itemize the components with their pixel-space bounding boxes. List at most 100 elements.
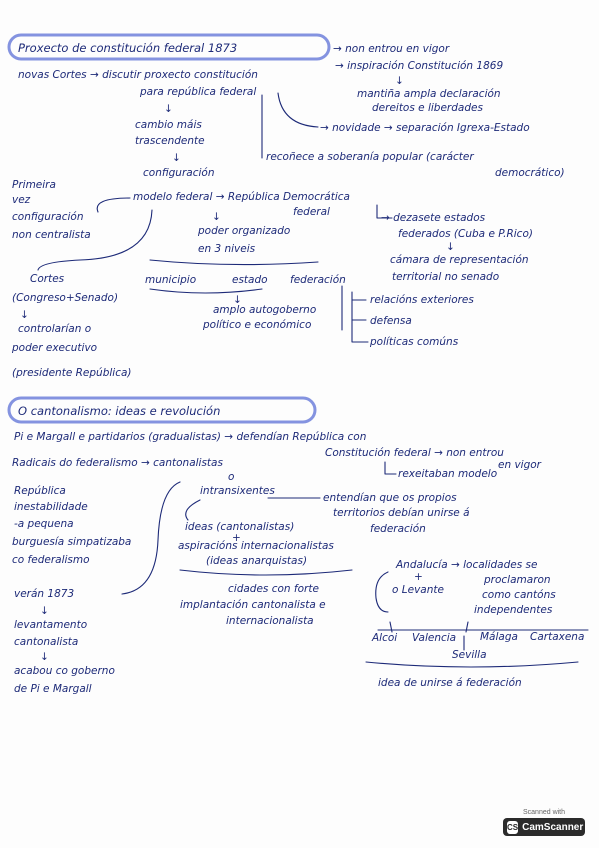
note-modelo: modelo federal → República Democrática (133, 191, 350, 203)
section1-title-highlight (7, 33, 331, 61)
section1-title: Proxecto de constitución federal 1873 (18, 41, 237, 55)
brace-cities (365, 661, 579, 668)
note-camara: cámara de representación (390, 254, 529, 266)
note-cambio: cambio máis (135, 119, 202, 131)
note-federacion: federación (290, 274, 346, 286)
note-poder-exec: poder executivo (11, 342, 97, 354)
note-valencia: Valencia (412, 632, 456, 644)
note-sevilla: Sevilla (452, 649, 487, 661)
note-radicais: Radicais do federalismo → cantonalistas (12, 457, 223, 469)
note-en-vigor: en vigor (498, 459, 542, 471)
note-presidente: (presidente República) (12, 367, 132, 379)
arrow-down-8: ↓ (40, 605, 49, 617)
note-andalucia: Andalucía → localidades se (395, 559, 537, 571)
note-no-entrou: → non entrou en vigor (333, 43, 450, 55)
note-constitucion: Constitución federal → non entrou (325, 447, 504, 459)
camscanner-name: CamScanner (522, 821, 584, 833)
note-vez: vez (12, 194, 31, 206)
arrow-down-2: ↓ (164, 103, 173, 115)
note-controlaran: controlarían o (18, 323, 91, 335)
connector-novidade (277, 92, 319, 128)
note-ideas: ideas (cantonalistas) (185, 521, 294, 533)
note-aspiracions: aspiracións internacionalistas (178, 540, 334, 552)
note-co-federalismo: co federalismo (12, 554, 90, 566)
note-dereitos: dereitos e liberdades (372, 102, 483, 114)
note-ideas-anarq: (ideas anarquistas) (206, 555, 307, 567)
note-recoñece: recoñece a soberanía popular (carácter (266, 151, 474, 163)
note-trascendente: trascendente (135, 135, 205, 147)
note-cortes: Cortes (30, 273, 65, 285)
note-internacionalista: internacionalista (226, 615, 314, 627)
note-defensa: defensa (370, 315, 412, 327)
note-acabou: acabou co goberno (14, 665, 115, 677)
note-politicas: políticas comúns (369, 336, 459, 348)
connector-ideas (185, 499, 201, 521)
note-congreso: (Congreso+Senado) (12, 292, 118, 304)
note-federados: federados (Cuba e P.Rico) (398, 228, 533, 240)
connector-federacion-items (341, 285, 369, 343)
note-rexeitaban: rexeitaban modelo (398, 468, 497, 480)
note-de-pi: de Pi e Margall (14, 683, 92, 695)
note-veran: verán 1873 (14, 588, 74, 600)
note-o: o (228, 471, 234, 483)
note-para-republica: para república federal (139, 86, 256, 98)
connector-primeira (96, 197, 131, 213)
arrow-down-1: ↓ (395, 75, 404, 87)
note-mais2: + (414, 571, 423, 583)
scanned-with-text: Scanned with (522, 809, 566, 816)
note-federacion2: federación (370, 523, 426, 535)
arrow-down-4: ↓ (446, 241, 455, 253)
note-mais: + (232, 532, 241, 544)
note-pi: Pi e Margall e partidarios (gradualistas… (14, 431, 366, 443)
arrow-down-7: ↓ (233, 294, 242, 306)
note-configuracion: configuración (143, 167, 214, 179)
note-centralista: non centralista (12, 229, 91, 241)
arrow-down-9: ↓ (40, 651, 49, 663)
note-config2: configuración (12, 211, 83, 223)
connector-veran (121, 481, 181, 595)
note-niveis: en 3 niveis (198, 243, 256, 255)
note-alcoi: Alcoi (371, 632, 397, 644)
note-territorial: territorial no senado (392, 271, 499, 283)
camscanner-logo-icon: CS (507, 820, 519, 834)
note-levantamento: levantamento (14, 619, 87, 631)
connector-dezasete (376, 204, 393, 219)
note-primeira: Primeira (12, 179, 56, 191)
note-inspiracion: → inspiración Constitución 1869 (335, 60, 503, 72)
section2-title-highlight (7, 396, 317, 424)
note-poder: poder organizado (197, 225, 290, 237)
note-burguesia: burguesía simpatizaba (12, 536, 131, 548)
camscanner-badge: CS CamScanner (503, 818, 585, 836)
note-novidade: → novidade → separación Igrexa-Estado (320, 122, 530, 134)
note-malaga: Málaga (480, 631, 518, 643)
camscanner-watermark: Scanned with CS CamScanner (503, 809, 585, 840)
note-independentes: independentes (474, 604, 553, 616)
connector-cities (377, 621, 589, 633)
note-intransixentes: intransixentes (200, 485, 275, 497)
note-estado: estado (232, 274, 268, 286)
note-entendian: entendían que os propios (323, 492, 457, 504)
arrow-down-6: ↓ (20, 309, 29, 321)
note-politico: político e económico (202, 319, 311, 331)
note-dezasete: → dezasete estados (381, 212, 486, 224)
brace-niveis (149, 259, 319, 266)
brace-ideas (179, 569, 353, 576)
note-pequena: -a pequena (14, 518, 74, 530)
note-relacions: relacións exteriores (370, 294, 474, 306)
note-idea-unirse: idea de unirse á federación (378, 677, 522, 689)
note-cidades: cidades con forte (228, 583, 319, 595)
note-inestabilidade: inestabilidade (14, 501, 88, 513)
bracket-andalucia (375, 571, 389, 613)
note-mantina: mantiña ampla declaración (357, 88, 501, 100)
note-cantonalista: cantonalista (14, 636, 78, 648)
arrow-down-5: ↓ (212, 211, 221, 223)
note-territorios: territorios debían unirse á (333, 507, 470, 519)
note-cartaxena: Cartaxena (530, 631, 584, 643)
note-como-cantons: como cantóns (482, 589, 556, 601)
note-levante: o Levante (392, 584, 444, 596)
note-federal2: federal (293, 206, 330, 218)
arrow-down-3: ↓ (172, 152, 181, 164)
note-novas-cortes: novas Cortes → discutir proxecto constit… (18, 69, 258, 81)
note-municipio: municipio (145, 274, 196, 286)
